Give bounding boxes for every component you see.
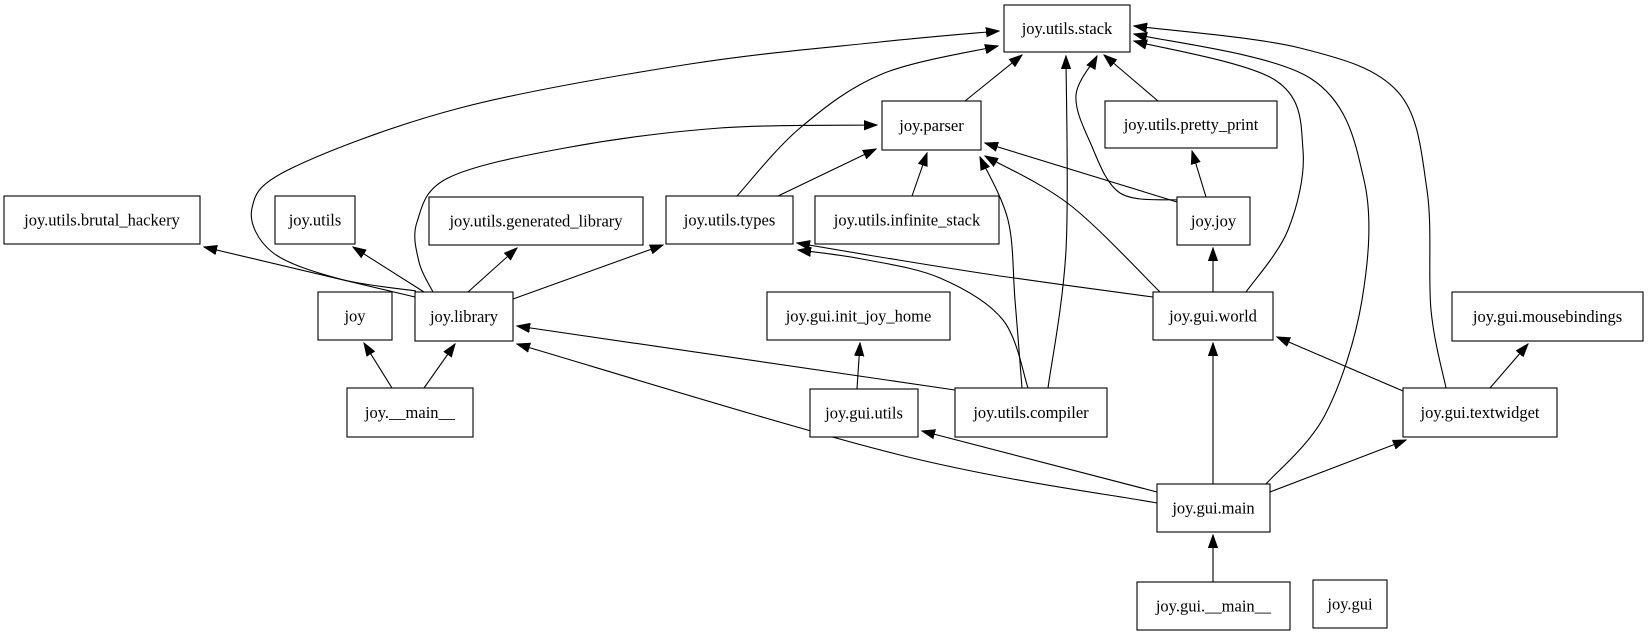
- node-label-joy: joy: [343, 307, 366, 326]
- nodes-layer: joy.utils.stack joy.parser joy.utils.prett…: [3, 4, 1644, 631]
- edge-joy-library-to-joy-utils-generated-library: [467, 248, 517, 293]
- edge-joy-utils-pretty-print-to-joy-utils-stack: [1104, 55, 1159, 102]
- node-box-joy-gui-init-joy-home: [766, 291, 951, 341]
- edge-joy-gui-main-to-joy-gui-textwidget: [1269, 440, 1406, 493]
- node-joy-main: joy.__main__: [346, 387, 474, 438]
- node-joy-gui-mousebindings: joy.gui.mousebindings: [1451, 291, 1644, 342]
- node-label-joy-gui-main: joy.gui.main: [1171, 499, 1254, 518]
- node-label-joy-parser: joy.parser: [898, 116, 964, 135]
- node-box-joy-parser: [881, 100, 982, 151]
- edge-joy-gui-textwidget-to-joy-utils-stack: [1134, 26, 1447, 389]
- edge-joy-library-to-joy-utils-stack: [250, 31, 999, 292]
- edges-layer: [204, 26, 1528, 582]
- node-label-joy-utils-infinite-stack: joy.utils.infinite_stack: [833, 211, 981, 230]
- node-box-joy-gui-main: [1156, 483, 1271, 533]
- node-joy-utils-infinite-stack: joy.utils.infinite_stack: [814, 195, 1000, 245]
- node-label-joy-utils-stack: joy.utils.stack: [1021, 19, 1113, 38]
- edge-joy-gui-main-to-joy-library: [517, 344, 1158, 504]
- node-box-joy-joy: [1176, 196, 1251, 246]
- edge-joy-utils-compiler-to-joy-parser: [980, 157, 1023, 389]
- edge-joy-joy-to-joy-parser: [985, 143, 1178, 203]
- node-label-joy-gui-world: joy.gui.world: [1168, 307, 1258, 326]
- edge-joy-utils-types-to-joy-utils-stack: [736, 46, 998, 197]
- edge-joy-utils-types-to-joy-parser: [777, 149, 876, 197]
- edge-joy-gui-utils-to-joy-gui-init-joy-home: [857, 343, 860, 390]
- node-box-joy-utils: [274, 195, 356, 245]
- node-joy-gui-main: joy.gui.__main__: [1136, 581, 1291, 631]
- node-box-joy-utils-compiler: [954, 387, 1108, 438]
- edge-joy-utils-infinite-stack-to-joy-parser: [911, 153, 927, 197]
- edge-joy-gui-textwidget-to-joy-gui-world: [1277, 337, 1404, 392]
- edge-joy-gui-world-to-joy-utils-stack: [1134, 41, 1304, 293]
- node-label-joy-utils-generated-library: joy.utils.generated_library: [448, 212, 623, 231]
- node-joy-gui-world: joy.gui.world: [1152, 291, 1274, 341]
- node-box-joy-utils-types: [665, 195, 794, 245]
- node-joy: joy: [317, 291, 393, 341]
- node-label-joy-gui-init-joy-home: joy.gui.init_joy_home: [785, 307, 932, 326]
- node-box-joy-utils-infinite-stack: [814, 195, 1000, 245]
- edge-joy-library-to-joy-utils-brutal-hackery: [204, 247, 416, 298]
- node-joy-gui: joy.gui: [1312, 579, 1388, 629]
- edge-joy-gui-world-to-joy-parser: [985, 156, 1161, 293]
- node-label-joy-utils-pretty-print: joy.utils.pretty_print: [1123, 115, 1259, 134]
- edge-joy-joy-to-joy-utils-stack: [1075, 56, 1179, 201]
- node-joy-gui-init-joy-home: joy.gui.init_joy_home: [766, 291, 951, 341]
- node-joy-joy: joy.joy: [1176, 196, 1251, 246]
- node-label-joy-gui-textwidget: joy.gui.textwidget: [1420, 403, 1540, 422]
- node-label-joy-utils-types: joy.utils.types: [683, 211, 776, 230]
- edge-joy-main-to-joy: [364, 343, 393, 389]
- node-box-joy-gui-world: [1152, 291, 1274, 341]
- edge-joy-library-to-joy-utils-types: [512, 244, 663, 300]
- node-label-joy-library: joy.library: [429, 307, 499, 326]
- edge-joy-parser-to-joy-utils-stack: [964, 55, 1022, 102]
- node-joy-gui-utils: joy.gui.utils: [809, 388, 919, 438]
- node-joy-utils: joy.utils: [274, 195, 356, 245]
- node-box-joy-gui-main: [1136, 581, 1291, 631]
- node-label-joy-gui: joy.gui: [1326, 595, 1373, 614]
- node-joy-utils-brutal-hackery: joy.utils.brutal_hackery: [3, 195, 201, 245]
- edge-joy-utils-compiler-to-joy-utils-stack: [1047, 56, 1067, 389]
- node-box-joy-utils-brutal-hackery: [3, 195, 201, 245]
- node-box-joy-gui-utils: [809, 388, 919, 438]
- node-joy-utils-generated-library: joy.utils.generated_library: [428, 196, 644, 246]
- node-joy-utils-stack: joy.utils.stack: [1003, 4, 1131, 53]
- node-joy-utils-compiler: joy.utils.compiler: [954, 387, 1108, 438]
- node-joy-library: joy.library: [414, 291, 514, 342]
- edge-joy-main-to-joy-library: [423, 344, 455, 389]
- edge-joy-gui-textwidget-to-joy-gui-mousebindings: [1489, 344, 1528, 389]
- node-box-joy-gui-mousebindings: [1451, 291, 1644, 342]
- node-joy-gui-main: joy.gui.main: [1156, 483, 1271, 533]
- node-box-joy-main: [346, 387, 474, 438]
- node-box-joy-library: [414, 291, 514, 342]
- node-box-joy-utils-generated-library: [428, 196, 644, 246]
- node-box-joy-utils-stack: [1003, 4, 1131, 53]
- node-joy-utils-types: joy.utils.types: [665, 195, 794, 245]
- node-joy-gui-textwidget: joy.gui.textwidget: [1402, 387, 1558, 438]
- node-label-joy-utils-compiler: joy.utils.compiler: [972, 403, 1089, 422]
- node-box-joy-utils-pretty-print: [1104, 100, 1278, 149]
- node-box-joy-gui: [1312, 579, 1388, 629]
- node-label-joy-main: joy.__main__: [364, 403, 456, 422]
- node-label-joy-gui-utils: joy.gui.utils: [824, 404, 903, 423]
- node-joy-utils-pretty-print: joy.utils.pretty_print: [1104, 100, 1278, 149]
- edge-joy-gui-main-to-joy-gui-utils: [922, 431, 1158, 493]
- node-label-joy-utils-brutal-hackery: joy.utils.brutal_hackery: [23, 211, 180, 230]
- node-label-joy-utils: joy.utils: [288, 211, 342, 230]
- node-joy-parser: joy.parser: [881, 100, 982, 151]
- node-box-joy-gui-textwidget: [1402, 387, 1558, 438]
- edge-joy-gui-main-to-joy-utils-stack: [1134, 34, 1370, 485]
- node-label-joy-gui-mousebindings: joy.gui.mousebindings: [1472, 307, 1622, 326]
- node-box-joy: [317, 291, 393, 341]
- edge-joy-library-to-joy-parser: [414, 125, 877, 293]
- edge-joy-gui-world-to-joy-utils-types: [797, 243, 1154, 298]
- edge-joy-library-to-joy-utils: [353, 247, 425, 293]
- edge-joy-utils-compiler-to-joy-utils-types: [798, 250, 1029, 389]
- edge-joy-joy-to-joy-utils-pretty-print: [1192, 151, 1207, 198]
- edge-joy-utils-compiler-to-joy-library: [517, 326, 956, 391]
- node-label-joy-joy: joy.joy: [1190, 212, 1237, 231]
- node-label-joy-gui-main: joy.gui.__main__: [1155, 597, 1272, 616]
